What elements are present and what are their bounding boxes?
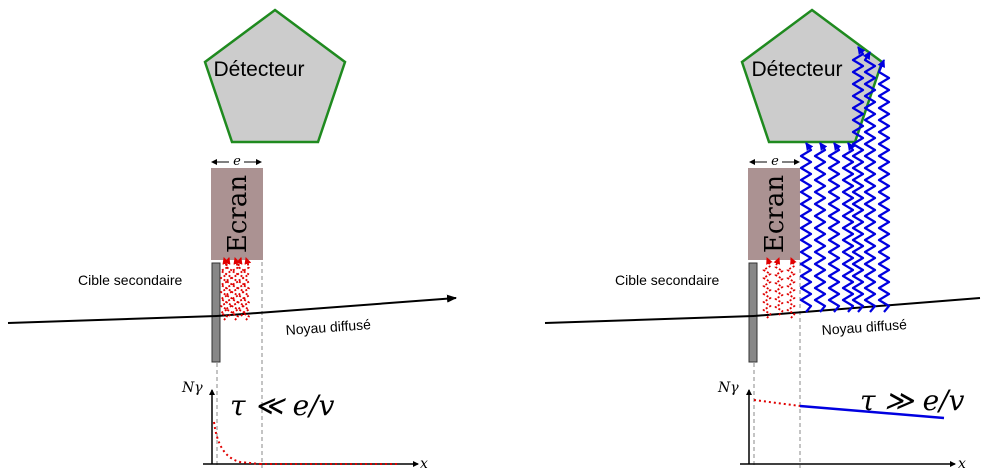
left-secondary-target: [211, 262, 221, 363]
right-gamma-ray-red: [762, 257, 773, 319]
right-gamma-ray-blue: [851, 46, 866, 313]
left-nucleus-track-in: [7, 315, 218, 324]
right-graph: Nγ x τ ≫ e/v: [717, 380, 966, 472]
right-secondary-target: [748, 262, 758, 363]
right-nucleus-track-in: [544, 315, 755, 324]
right-graph-blue-segment: [799, 404, 945, 420]
left-target-label: Cible secondaire: [78, 272, 182, 288]
left-gamma-ray: [223, 257, 233, 317]
right-thickness-label: e: [771, 154, 779, 169]
right-screen-label: Ecran: [760, 175, 790, 253]
right-graph-red-segment: [753, 399, 801, 407]
left-graph-y-label: Nγ: [181, 380, 203, 396]
right-gamma-ray-red: [773, 257, 784, 316]
left-gamma-ray: [231, 257, 241, 321]
right-graph-y-label: Nγ: [717, 380, 739, 396]
left-screen-label: Ecran: [223, 175, 253, 253]
right-detector-label: Détecteur: [751, 58, 842, 81]
left-panel: Détecteur e Ecran Cible secondaire Noyau…: [7, 8, 457, 472]
left-graph-x-label: x: [420, 456, 428, 472]
right-graph-x-label: x: [958, 456, 966, 472]
left-graph-relation: τ ≪ e/v: [230, 389, 335, 422]
left-gamma-ray: [242, 257, 252, 321]
left-detector-label: Détecteur: [213, 58, 304, 81]
right-panel: Détecteur e Ecran Cible secondaire Noyau…: [544, 8, 981, 472]
right-screen: [748, 168, 800, 260]
left-graph-red-curve: [213, 421, 261, 465]
right-gamma-ray-blue: [799, 142, 814, 313]
right-gamma-rays-red: [762, 257, 797, 319]
left-gamma-ray: [235, 257, 245, 317]
left-gamma-ray: [220, 257, 230, 321]
left-detector-pentagon: [203, 8, 347, 144]
right-gamma-ray-red: [786, 257, 797, 319]
right-gamma-ray-blue: [841, 142, 856, 313]
left-graph: Nγ x τ ≪ e/v: [181, 380, 428, 472]
left-nucleus-track-out: [216, 294, 457, 317]
left-nucleus-label: Noyau diffusé: [285, 316, 371, 338]
right-target-label: Cible secondaire: [615, 272, 719, 288]
right-gamma-ray-blue: [827, 142, 842, 313]
right-nucleus-label: Noyau diffusé: [821, 316, 907, 338]
left-gamma-rays: [220, 257, 252, 321]
right-gamma-ray-blue: [862, 51, 877, 313]
left-screen: [211, 168, 263, 260]
right-gamma-ray-blue: [813, 142, 828, 313]
left-thickness-label: e: [233, 154, 241, 169]
right-gamma-ray-blue: [877, 59, 891, 313]
right-gamma-rays-blue: [799, 46, 891, 313]
